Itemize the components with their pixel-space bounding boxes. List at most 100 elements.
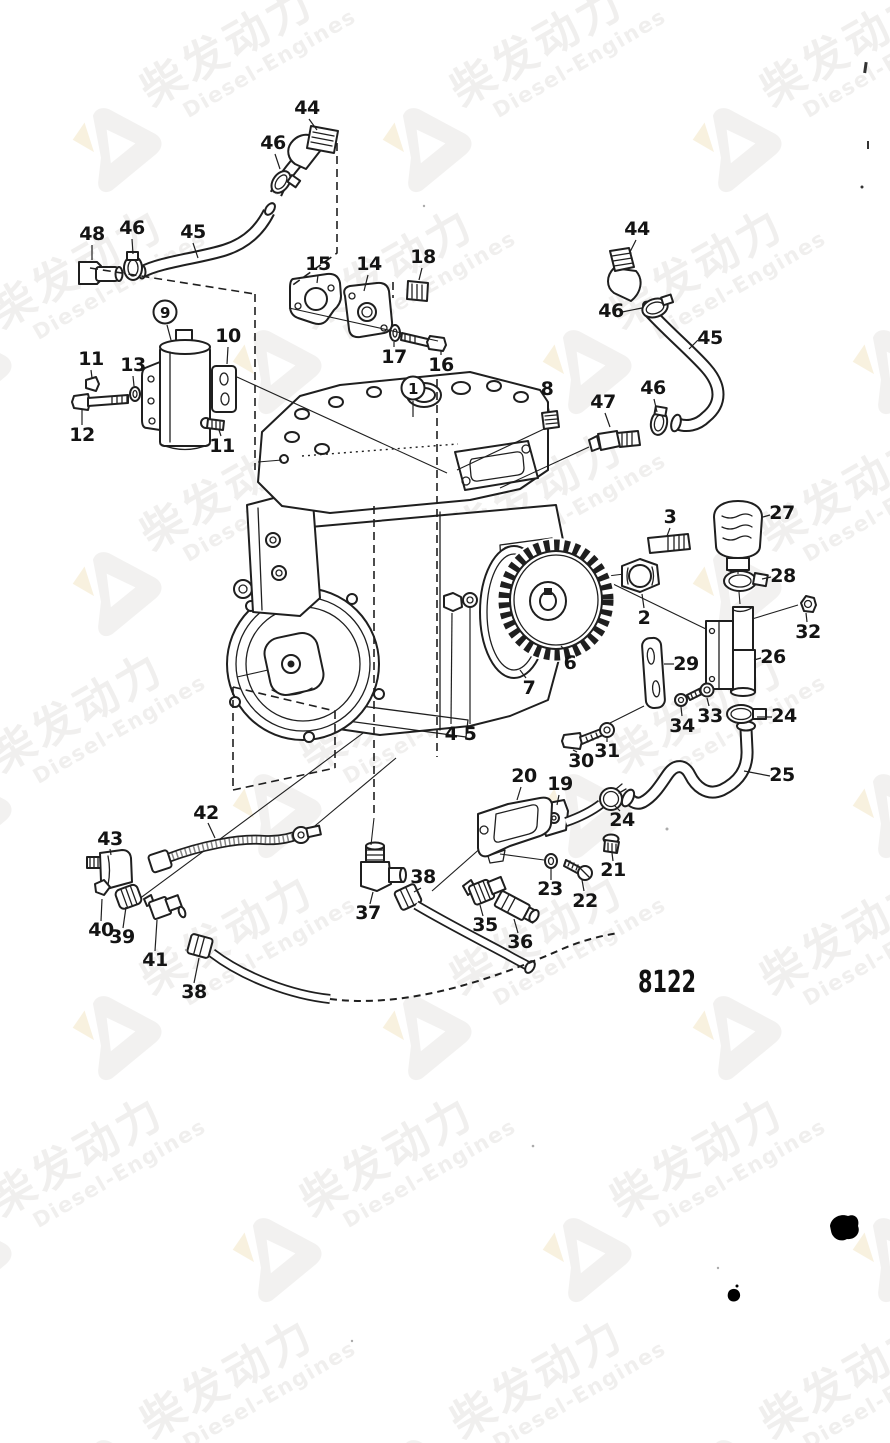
part-label: 19 [547, 773, 572, 795]
label-circle [152, 299, 178, 325]
figure-number: 8122 [638, 965, 696, 1000]
label-leader-line [761, 576, 772, 580]
part-label: 45 [180, 221, 205, 243]
part-label: 44 [294, 97, 320, 119]
label-leader-line [450, 612, 453, 725]
label-leader-line [556, 794, 560, 806]
part-label: 40 [88, 919, 114, 941]
part-label: 14 [356, 253, 382, 275]
label-leader-line [132, 375, 135, 387]
lube-line-group [86, 824, 536, 1004]
paper-specks [184, 61, 869, 1343]
label-leader-line [641, 593, 645, 609]
part-label: 46 [598, 300, 624, 322]
label-leader-line [680, 706, 683, 717]
label-leader-line [316, 274, 319, 284]
part-label: 41 [142, 949, 167, 971]
label-leader-line [479, 904, 484, 917]
label-leader-line [519, 669, 527, 679]
part-label: 27 [769, 502, 794, 524]
part-label: 20 [511, 765, 537, 787]
part-label: 44 [624, 218, 650, 240]
label-leader-line [154, 919, 158, 952]
part-label: 46 [260, 132, 286, 154]
part-label: 30 [568, 750, 594, 772]
part-label: 22 [572, 890, 597, 912]
shaft-nut-group [621, 533, 691, 593]
cylinder-9-group [71, 329, 237, 451]
label-leader-line [581, 879, 585, 892]
part-label: 11 [78, 348, 103, 370]
part-label: 5 [464, 723, 477, 745]
part-label: 38 [410, 866, 436, 888]
part-label: 15 [305, 253, 330, 275]
label-leader-line [572, 749, 578, 753]
part-label: 48 [79, 223, 105, 245]
label-leader-line [226, 346, 229, 365]
part-label: 38 [181, 981, 207, 1003]
manifold-group [462, 783, 627, 924]
label-leader-line [743, 770, 771, 777]
label-leader-line [653, 398, 658, 413]
part-label: 31 [594, 740, 619, 762]
label-leader-line [513, 918, 519, 934]
part-label: 8 [541, 378, 554, 400]
label-leader-line [688, 339, 699, 350]
part-label: 23 [537, 878, 562, 900]
label-leader-line [762, 514, 771, 518]
label-leader-line [122, 906, 127, 929]
part-label: 17 [381, 346, 406, 368]
breather-group [561, 500, 817, 750]
label-leader-line [308, 118, 318, 131]
part-label: 24 [771, 705, 797, 727]
part-label: 37 [355, 902, 380, 924]
part-label: 13 [120, 354, 145, 376]
part-label: 25 [769, 764, 794, 786]
label-leader-line [100, 898, 103, 922]
part-label: 24 [609, 809, 635, 831]
label-leader-line [166, 324, 172, 341]
label-leader-line [413, 887, 422, 893]
label-leader-line [369, 891, 374, 905]
part-label: 33 [697, 705, 722, 727]
hose-run-right [541, 247, 725, 452]
hose-run-top-left [78, 125, 339, 285]
label-leader-line [621, 307, 643, 313]
label-leader-line [274, 153, 281, 170]
dashed-lines [89, 143, 619, 1002]
part-label: 35 [472, 914, 497, 936]
label-leader-line [218, 429, 222, 437]
part-label: 7 [523, 677, 536, 699]
part-label: 2 [638, 607, 651, 629]
part-label: 21 [600, 859, 625, 881]
label-leader-line [109, 848, 112, 856]
label-leader-line [706, 697, 710, 707]
assembly-lines-over [236, 307, 590, 678]
hose-25-group [620, 704, 767, 810]
part-label: 4 [445, 723, 458, 745]
part-label: 28 [770, 565, 796, 587]
part-label: 6 [564, 652, 577, 674]
label-leader-line [604, 412, 611, 428]
label-leader-line [207, 822, 216, 839]
compressor-body [226, 371, 616, 743]
label-leader-line [418, 267, 423, 281]
part-label: 26 [760, 646, 786, 668]
part-label: 42 [193, 802, 218, 824]
label-leader-line [611, 852, 614, 862]
label-leader-line [666, 527, 671, 537]
label-leader-line [363, 274, 369, 292]
part-label: 9 [160, 304, 170, 322]
part-label: 46 [640, 377, 666, 399]
part-label: 32 [795, 621, 820, 643]
part-label: 46 [119, 217, 145, 239]
part-label: 45 [697, 327, 722, 349]
part-label: 34 [669, 715, 695, 737]
label-leader-line [613, 804, 621, 812]
part-label: 3 [664, 506, 677, 528]
part-label: 36 [507, 931, 533, 953]
part-label: 18 [410, 246, 436, 268]
